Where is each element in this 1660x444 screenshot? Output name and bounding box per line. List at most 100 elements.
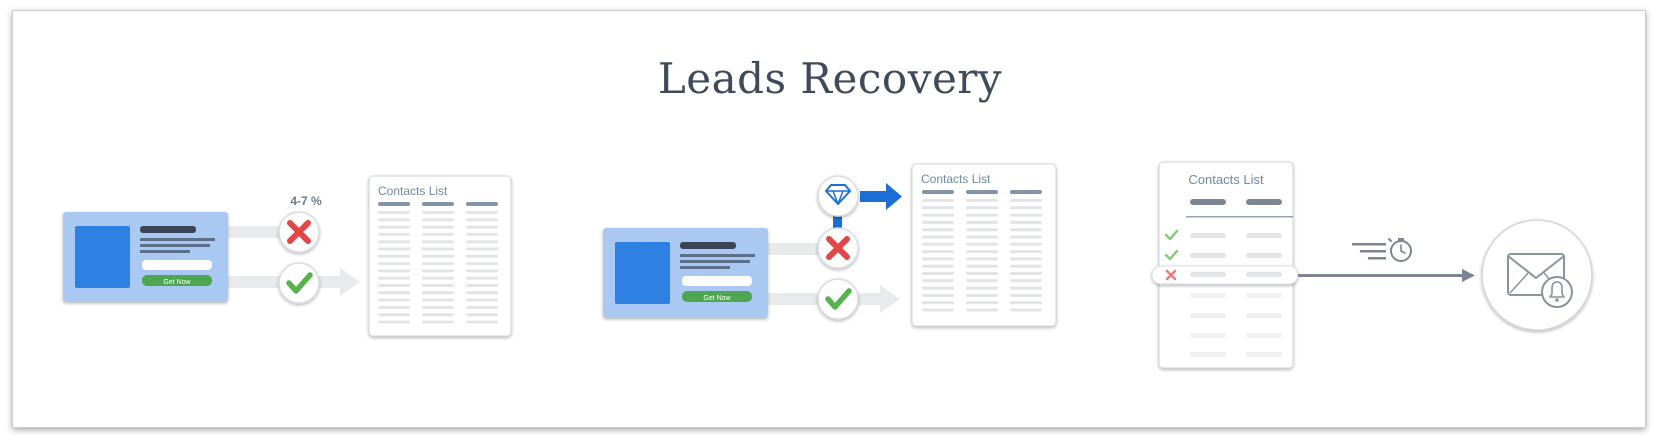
list-row — [966, 250, 998, 254]
check-icon — [1164, 229, 1179, 241]
list-row — [1010, 264, 1042, 268]
list-row — [466, 232, 498, 236]
list-row — [1246, 253, 1282, 258]
list-row — [422, 218, 454, 222]
contacts-list-title: Contacts List — [1188, 172, 1264, 187]
list-row — [922, 220, 954, 224]
list-row — [378, 218, 410, 222]
list-row — [378, 284, 410, 287]
list-row — [1190, 352, 1226, 357]
form-image — [75, 226, 130, 288]
list-row — [1010, 235, 1042, 239]
list-row — [1010, 257, 1042, 261]
list-row — [378, 254, 410, 258]
check-icon — [1164, 249, 1179, 261]
cross-icon — [1165, 269, 1177, 281]
list-row — [1010, 199, 1042, 202]
contacts-list-card: Contacts List — [1158, 161, 1294, 369]
list-row — [1010, 213, 1042, 217]
list-row — [1190, 293, 1226, 298]
list-row — [422, 298, 454, 302]
list-row — [922, 272, 954, 275]
list-row — [922, 301, 954, 305]
column-header — [922, 190, 954, 194]
list-row — [966, 220, 998, 224]
list-row — [1010, 220, 1042, 224]
list-row — [378, 240, 410, 244]
list-row — [422, 276, 454, 280]
list-row — [922, 286, 954, 290]
list-row — [1190, 333, 1226, 338]
column-header — [1010, 190, 1042, 194]
list-row — [1246, 352, 1282, 357]
list-row — [466, 240, 498, 244]
list-row — [922, 213, 954, 217]
list-row — [466, 320, 498, 324]
list-row — [422, 305, 454, 309]
column-header — [378, 202, 410, 206]
list-row — [422, 291, 454, 295]
list-row — [466, 269, 498, 273]
list-row — [1010, 242, 1042, 246]
list-row — [422, 262, 454, 266]
get-now-button — [142, 275, 212, 286]
list-row — [922, 228, 954, 232]
list-row — [922, 199, 954, 202]
list-row — [966, 228, 998, 232]
get-now-button — [682, 291, 752, 302]
contacts-list-title: Contacts List — [378, 184, 448, 198]
list-row — [378, 269, 410, 273]
list-row — [1010, 250, 1042, 254]
list-row — [922, 264, 954, 268]
list-row — [1190, 253, 1226, 258]
form-input — [682, 276, 752, 286]
list-row — [966, 206, 998, 210]
cross-icon — [278, 211, 320, 253]
panel-brand-form: Get Now Contacts List — [603, 163, 1057, 327]
list-row — [378, 211, 410, 214]
list-row — [966, 257, 998, 261]
list-row — [378, 225, 410, 229]
list-row — [966, 293, 998, 297]
list-row — [466, 284, 498, 287]
column-header — [466, 202, 498, 206]
column-header — [422, 202, 454, 206]
failed-lead-row — [1151, 265, 1299, 285]
list-row — [466, 305, 498, 309]
list-row — [922, 257, 954, 261]
list-row — [378, 276, 410, 280]
list-row — [378, 298, 410, 302]
panel-recovery: Contacts List — [1151, 161, 1593, 369]
get-now-label: Get Now — [703, 295, 731, 302]
list-row — [1010, 279, 1042, 283]
list-row — [922, 235, 954, 239]
contacts-list-card: Contacts List — [368, 175, 512, 337]
cross-icon — [817, 227, 859, 269]
list-row — [966, 308, 998, 312]
list-row — [422, 225, 454, 229]
list-row — [1010, 293, 1042, 297]
list-row — [1010, 308, 1042, 312]
form-input — [142, 260, 212, 270]
list-row — [422, 254, 454, 258]
list-row — [1190, 233, 1226, 238]
list-row — [466, 276, 498, 280]
list-row — [922, 250, 954, 254]
list-row — [378, 262, 410, 266]
list-row — [1010, 228, 1042, 232]
list-row — [1190, 313, 1226, 318]
contacts-list-title: Contacts List — [921, 172, 991, 186]
column-header — [966, 190, 998, 194]
list-row — [422, 240, 454, 244]
list-row — [966, 286, 998, 290]
list-row — [466, 254, 498, 258]
list-row — [422, 232, 454, 236]
list-row — [466, 291, 498, 295]
list-row — [1010, 272, 1042, 275]
list-row — [378, 313, 410, 317]
list-row — [966, 301, 998, 305]
list-row — [922, 206, 954, 210]
list-row — [966, 242, 998, 246]
list-row — [966, 279, 998, 283]
